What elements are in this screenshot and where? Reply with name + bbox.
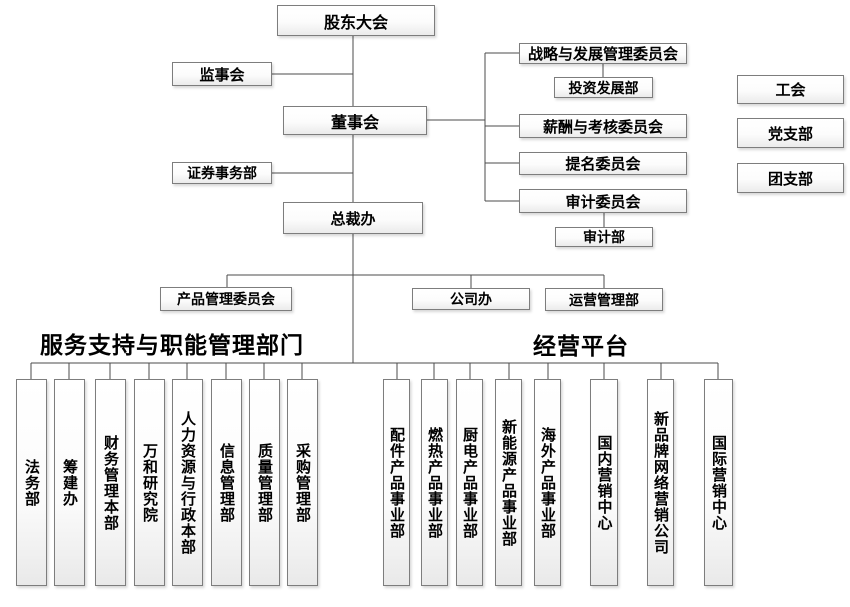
section-title-support-functions: 服务支持与职能管理部门: [40, 332, 304, 358]
board-of-directors-box: 董事会: [283, 106, 427, 135]
gas-heating-products-bu-box: 燃热产品事业部: [421, 379, 448, 586]
preparatory-office-box: 筹建办: [54, 379, 85, 586]
president-office-box: 总裁办: [283, 202, 423, 234]
securities-affairs-dept-box: 证券事务部: [172, 162, 272, 184]
preparatory-office-label: 筹建办: [61, 458, 78, 507]
operations-mgmt-dept-box: 运营管理部: [545, 288, 663, 311]
info-mgmt-dept-label: 信息管理部: [218, 442, 235, 523]
shareholders-meeting-box: 股东大会: [277, 5, 435, 36]
investment-development-dept-box: 投资发展部: [554, 77, 653, 98]
kitchen-appliance-products-bu-box: 厨电产品事业部: [456, 379, 483, 586]
hr-admin-hq-label: 人力资源与行政本部: [179, 410, 196, 555]
labor-union-box: 工会: [737, 75, 844, 104]
audit-dept-box: 审计部: [555, 227, 653, 247]
intl-marketing-center-label: 国际营销中心: [710, 434, 727, 531]
parts-products-bu-box: 配件产品事业部: [383, 379, 410, 586]
new-brand-online-marketing-co-label: 新品牌网络营销公司: [652, 410, 669, 555]
parts-products-bu-label: 配件产品事业部: [388, 426, 405, 539]
overseas-products-bu-label: 海外产品事业部: [539, 426, 556, 539]
quality-mgmt-dept-label: 质量管理部: [256, 442, 273, 523]
connector-line-group: [30, 36, 719, 379]
nomination-committee-box: 提名委员会: [519, 152, 687, 175]
intl-marketing-center-box: 国际营销中心: [704, 379, 733, 586]
company-office-box: 公司办: [412, 288, 530, 310]
supervisory-board-box: 监事会: [172, 62, 272, 86]
new-brand-online-marketing-co-box: 新品牌网络营销公司: [647, 379, 674, 586]
finance-mgmt-hq-box: 财务管理本部: [95, 379, 126, 586]
overseas-products-bu-box: 海外产品事业部: [534, 379, 561, 586]
youth-league-branch-box: 团支部: [737, 163, 844, 193]
legal-dept-box: 法务部: [16, 379, 47, 586]
kitchen-appliance-products-bu-label: 厨电产品事业部: [461, 426, 478, 539]
domestic-marketing-center-label: 国内营销中心: [595, 434, 613, 531]
compensation-assessment-committee-box: 薪酬与考核委员会: [519, 114, 687, 138]
new-energy-products-bu-box: 新能源产品事业部: [495, 379, 522, 586]
quality-mgmt-dept-box: 质量管理部: [249, 379, 280, 586]
product-mgmt-committee-box: 产品管理委员会: [160, 287, 292, 311]
domestic-marketing-center-box: 国内营销中心: [590, 379, 618, 586]
new-energy-products-bu-label: 新能源产品事业部: [500, 418, 517, 547]
wanhe-research-institute-label: 万和研究院: [141, 442, 158, 523]
info-mgmt-dept-box: 信息管理部: [211, 379, 242, 586]
finance-mgmt-hq-label: 财务管理本部: [102, 434, 119, 531]
party-branch-box: 党支部: [737, 118, 844, 148]
legal-dept-label: 法务部: [23, 458, 40, 507]
hr-admin-hq-box: 人力资源与行政本部: [172, 379, 203, 586]
section-title-business-platform: 经营平台: [533, 333, 629, 359]
gas-heating-products-bu-label: 燃热产品事业部: [426, 426, 443, 539]
procurement-mgmt-dept-label: 采购管理部: [294, 442, 311, 523]
strategy-development-committee-box: 战略与发展管理委员会: [519, 43, 687, 64]
audit-committee-box: 审计委员会: [519, 189, 687, 213]
wanhe-research-institute-box: 万和研究院: [134, 379, 165, 586]
procurement-mgmt-dept-box: 采购管理部: [287, 379, 318, 586]
